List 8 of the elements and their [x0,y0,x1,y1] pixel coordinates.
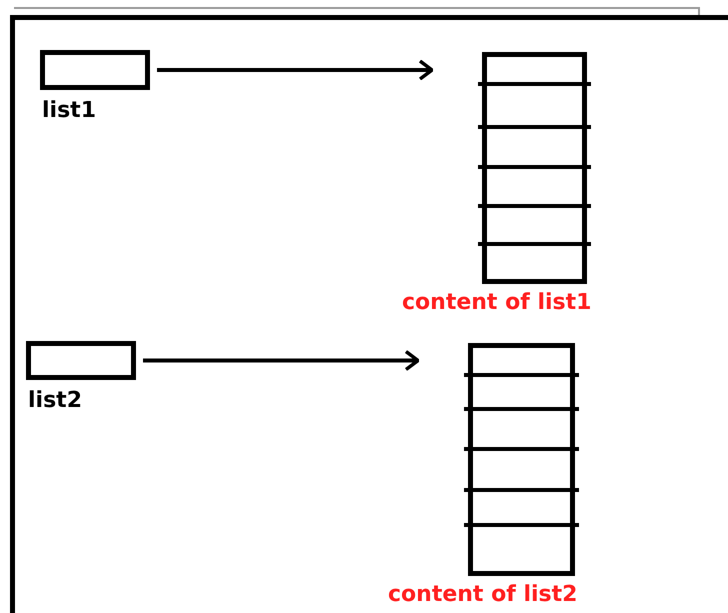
content-caption: content of list1 [402,292,592,314]
pointer-box [26,341,136,380]
arrow [157,59,434,81]
pointer-box [40,50,150,90]
variable-label: list2 [28,390,82,412]
content-caption: content of list2 [388,584,578,606]
variable-label: list1 [42,100,96,122]
arrow [143,350,420,372]
